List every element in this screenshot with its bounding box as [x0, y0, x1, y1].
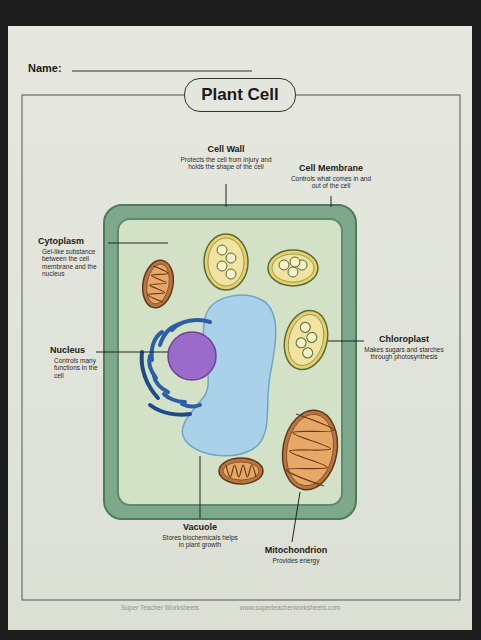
part-description: Stores biochemicals helps in plant growt… [161, 534, 239, 549]
leader-lines [96, 184, 364, 542]
part-description: Gel-like substance between the cell memb… [42, 248, 104, 278]
part-description: Controls what comes in and out of the ce… [287, 175, 375, 190]
part-name: Cell Wall [171, 144, 281, 154]
cell-wall [104, 205, 356, 519]
part-description: Makes sugars and starches through photos… [364, 346, 444, 361]
part-name: Cytoplasm [38, 236, 110, 246]
part-description: Provides energy [256, 557, 336, 564]
watermark: www.superteacherworksheets.com [220, 604, 360, 611]
chloroplasts [204, 234, 334, 374]
nucleus [168, 332, 216, 380]
part-name: Mitochondrion [251, 545, 341, 555]
part-name: Cell Membrane [281, 163, 381, 173]
name-label: Name: [28, 62, 88, 75]
part-name: Chloroplast [364, 334, 444, 344]
cell-membrane [118, 219, 342, 505]
page-frame [22, 95, 460, 600]
part-name: Nucleus [50, 345, 110, 355]
part-description: Controls many functions in the cell [54, 357, 102, 379]
name-line [72, 71, 252, 72]
part-name: Vacuole [160, 522, 240, 532]
title: Plant Cell [184, 78, 295, 112]
part-description: Protects the cell from injury and holds … [176, 156, 276, 171]
watermark: Super Teacher Worksheets [105, 604, 215, 611]
mitochondria [139, 258, 343, 494]
paper-sheet [8, 26, 472, 630]
